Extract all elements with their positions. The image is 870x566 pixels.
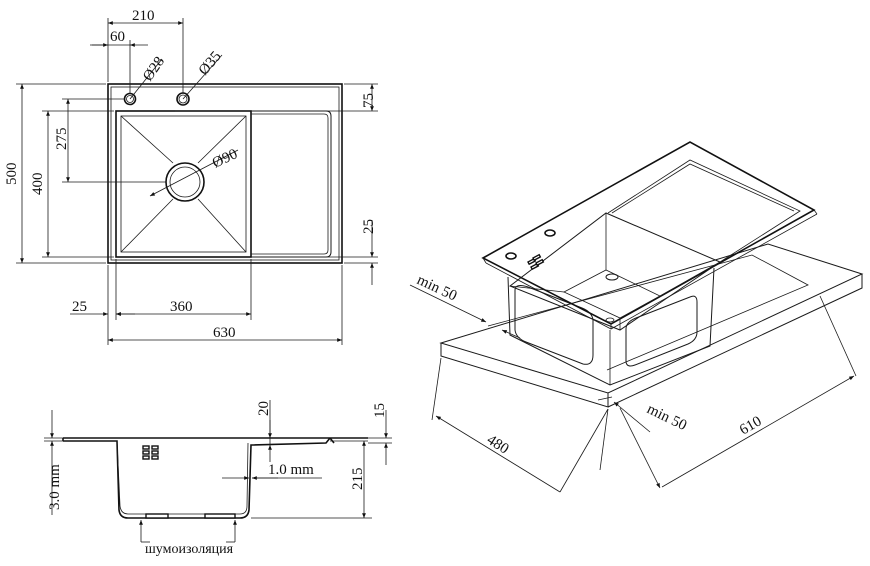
dim-d90: Ø90 (210, 146, 240, 171)
dim-60: 60 (110, 29, 125, 45)
insulation-label: шумоизоляция (145, 542, 234, 557)
dim-d28: Ø28 (140, 54, 168, 84)
dim-75: 75 (361, 93, 377, 108)
dim-215: 215 (350, 468, 366, 491)
dim-d35: Ø35 (196, 48, 225, 78)
dim-275: 275 (54, 128, 70, 151)
dim-210: 210 (132, 8, 155, 24)
countertop-front (440, 343, 609, 408)
dim-360: 360 (170, 299, 193, 315)
dim-1mm: 1.0 mm (268, 462, 314, 478)
tap-hole-small (123, 92, 137, 106)
dim-480: 480 (484, 432, 512, 458)
dim-610: 610 (737, 413, 764, 438)
dim-15: 15 (372, 403, 388, 418)
dim-20: 20 (256, 401, 272, 416)
section-view: 20 15 215 3.0 mm 1.0 mm шумоизоляция (44, 400, 392, 557)
countertop-top (439, 243, 864, 394)
dim-630: 630 (213, 325, 236, 341)
min-50-left: min 50 (414, 272, 459, 304)
drainboard-outline (251, 110, 332, 258)
sink-outline-top (107, 83, 343, 264)
dim-25-left: 25 (72, 299, 87, 315)
dim-25-right: 25 (361, 219, 377, 234)
iso-view: min 50 480 min 50 610 (409, 141, 864, 493)
bowl-profile (113, 437, 331, 519)
top-view: 210 60 Ø28 Ø35 75 25 500 400 (4, 8, 378, 345)
drain-circle (165, 162, 205, 202)
dim-3mm: 3.0 mm (47, 464, 63, 510)
min-50-right: min 50 (644, 401, 689, 434)
dim-500: 500 (4, 163, 20, 186)
sink-deck-iso (481, 141, 816, 325)
dim-400: 400 (30, 173, 46, 196)
